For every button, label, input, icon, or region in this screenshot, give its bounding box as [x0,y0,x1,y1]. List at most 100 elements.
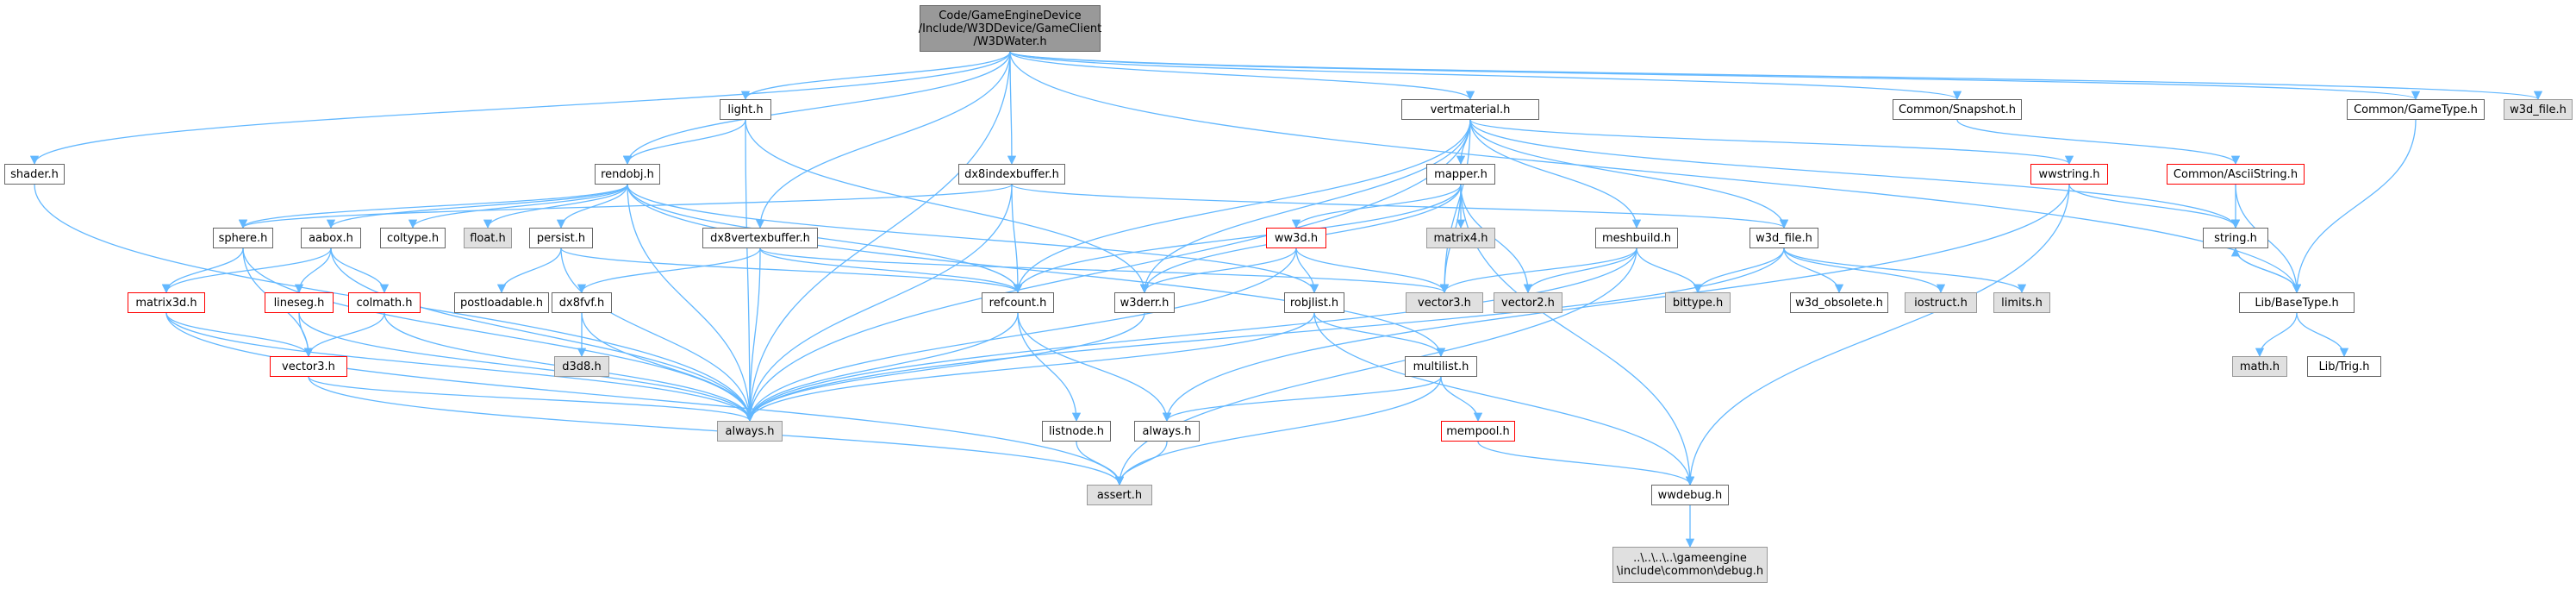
node-lineseg-h[interactable]: lineseg.h [265,292,334,313]
node-dx8indexbuffer-h[interactable]: dx8indexbuffer.h [958,164,1065,185]
node-vertmaterial-h[interactable]: vertmaterial.h [1401,99,1539,120]
node-math-h[interactable]: math.h [2232,356,2287,377]
edge-root-to-shader-h [29,51,1011,166]
node-rendobj-h[interactable]: rendobj.h [595,164,660,185]
edge-w3d-file-h-to-bittype-h [1693,248,1785,294]
edge-wwstring-h-to-string-h [2068,184,2241,229]
root-node-w3dwater-h: Code/GameEngineDevice /Include/W3DDevice… [919,5,1101,52]
node-matrix3d-h[interactable]: matrix3d.h [128,292,205,313]
edge-dx8indexbuffer-h-to-always-h [745,184,1013,423]
node-iostruct-h[interactable]: iostruct.h [1905,292,1977,313]
edge-vertmaterial-h-to-meshbuild-h [1469,119,1642,229]
edge-vertmaterial-h-to-w3derr-h [1139,119,1471,294]
node-meshbuild-h[interactable]: meshbuild.h [1595,228,1678,248]
edge-root-to-rendobj-h [622,51,1011,166]
edge-vertmaterial-h-to-w3d-file-h [1469,119,1789,229]
edge-dx8indexbuffer-h-to-w3d-file-h [1011,184,1788,229]
edge-ww3d-h-to-w3derr-h [1139,248,1297,294]
node-common-asciistring-h[interactable]: Common/AsciiString.h [2167,164,2305,185]
node-mempool-h[interactable]: mempool.h [1441,421,1515,442]
edge-rendobj-h-to-coltype-h [408,184,628,229]
node-w3d-obsolete-h[interactable]: w3d_obsolete.h [1790,292,1888,313]
node-w3d-file-h-top[interactable]: w3d_file.h [2504,99,2573,120]
edge-root-to-always-h [745,51,1011,423]
node-always-h[interactable]: always.h [717,421,783,442]
node-light-h[interactable]: light.h [720,99,771,120]
edge-ww3d-h-to-vector3-h [1295,248,1450,294]
edge-robjlist-h-to-wwdebug-h [1313,312,1695,486]
node-common-snapshot-h[interactable]: Common/Snapshot.h [1893,99,2022,120]
node-debug-h[interactable]: ..\..\..\..\gameengine \include\common\d… [1612,547,1768,583]
edge-aabox-h-to-always-h [330,248,755,423]
node-w3d-file-h[interactable]: w3d_file.h [1750,228,1818,248]
edge-meshbuild-h-to-always-h [745,248,1637,423]
edge-matrix3d-h-to-vector3-red [165,312,314,358]
node-vector2-h[interactable]: vector2.h [1494,292,1562,313]
node-bittype-h[interactable]: bittype.h [1665,292,1731,313]
edge-dx8fvf-h-to-always-h [581,312,755,423]
edge-dx8vertexbuffer-h-to-dx8fvf-h [577,248,761,294]
edge-vertmaterial-h-to-string-h [1469,119,2241,229]
node-string-h[interactable]: string.h [2203,228,2268,248]
node-common-gametype-h[interactable]: Common/GameType.h [2347,99,2485,120]
edge-wwstring-h-to-always-h2 [1162,184,2070,423]
node-aabox-h[interactable]: aabox.h [301,228,361,248]
node-shader-h[interactable]: shader.h [4,164,65,185]
node-listnode-h[interactable]: listnode.h [1042,421,1111,442]
edge-vector3-red-to-assert-h [308,376,1125,486]
node-sphere-h[interactable]: sphere.h [213,228,273,248]
edge-dx8indexbuffer-h-to-refcount-h [1011,184,1023,294]
node-postloadable-h[interactable]: postloadable.h [454,292,549,313]
node-d3d8-h[interactable]: d3d8.h [554,356,609,377]
node-lib-basetype-h[interactable]: Lib/BaseType.h [2239,292,2355,313]
edge-meshbuild-h-to-vector3-h [1439,248,1637,294]
edge-dx8vertexbuffer-h-to-always-h [745,248,761,423]
edge-light-h-to-rendobj-h [622,119,746,166]
edge-mempool-h-to-wwdebug-h [1477,441,1695,486]
edge-root-to-dx8vertexbuffer-h [755,51,1011,229]
node-wwdebug-h[interactable]: wwdebug.h [1651,485,1729,505]
node-dx8vertexbuffer-h[interactable]: dx8vertexbuffer.h [702,228,818,248]
edge-refcount-h-to-always-h [745,312,1019,423]
node-matrix4-h[interactable]: matrix4.h [1426,228,1495,248]
edge-persist-h-to-postloadable-h [496,248,562,294]
edge-matrix3d-h-to-assert-h [165,312,1125,486]
node-mapper-h[interactable]: mapper.h [1426,164,1495,185]
node-ww3d-h[interactable]: ww3d.h [1266,228,1326,248]
edge-light-h-to-always-h [745,119,755,423]
node-wwstring-h[interactable]: wwstring.h [2030,164,2108,185]
node-lib-trig-h[interactable]: Lib/Trig.h [2307,356,2381,377]
node-persist-h[interactable]: persist.h [529,228,593,248]
edge-dx8indexbuffer-h-to-sphere-h [239,184,1013,229]
edge-wwstring-h-to-wwdebug-h [1685,184,2070,486]
node-colmath-h[interactable]: colmath.h [348,292,421,313]
edge-w3d-file-h-to-w3d-obsolete-h [1783,248,1844,294]
edge-root-to-common-gametype-h [1009,51,2420,101]
edge-ww3d-h-to-robjlist-h [1295,248,1319,294]
node-w3derr-h[interactable]: w3derr.h [1114,292,1175,313]
node-assert-h[interactable]: assert.h [1087,485,1152,505]
node-vector3-h-truncated[interactable]: vector3.h [270,356,347,377]
edge-root-to-w3d-file-top [1009,51,2542,101]
edge-lib-basetype-h-to-math-h [2255,312,2298,358]
edge-meshbuild-h-to-assert-h [1114,248,1637,486]
edge-matrix3d-h-to-always-h [165,312,755,423]
node-multilist-h[interactable]: multilist.h [1405,356,1477,377]
node-dx8fvf-h[interactable]: dx8fvf.h [552,292,612,313]
node-vector3-h[interactable]: vector3.h [1406,292,1483,313]
edge-multilist-h-to-assert-h [1114,376,1442,486]
edge-common-snapshot-h-to-common-asciistring-h [1956,119,2241,166]
node-always-h-2[interactable]: always.h [1134,421,1200,442]
edge-aabox-h-to-matrix3d-h [161,248,332,294]
edge-persist-h-to-always-h [560,248,755,423]
node-float-h[interactable]: float.h [464,228,512,248]
edge-root-to-vertmaterial-h [1009,51,1475,101]
node-coltype-h[interactable]: coltype.h [380,228,446,248]
edge-aabox-h-to-lineseg-h [294,248,332,294]
edge-rendobj-h-to-refcount-h [627,184,1023,294]
edge-robjlist-h-to-always-h [745,312,1315,423]
node-robjlist-h[interactable]: robjlist.h [1284,292,1344,313]
node-limits-h[interactable]: limits.h [1993,292,2050,313]
node-refcount-h[interactable]: refcount.h [982,292,1054,313]
edge-dx8vertexbuffer-h-to-refcount-h [759,248,1023,294]
